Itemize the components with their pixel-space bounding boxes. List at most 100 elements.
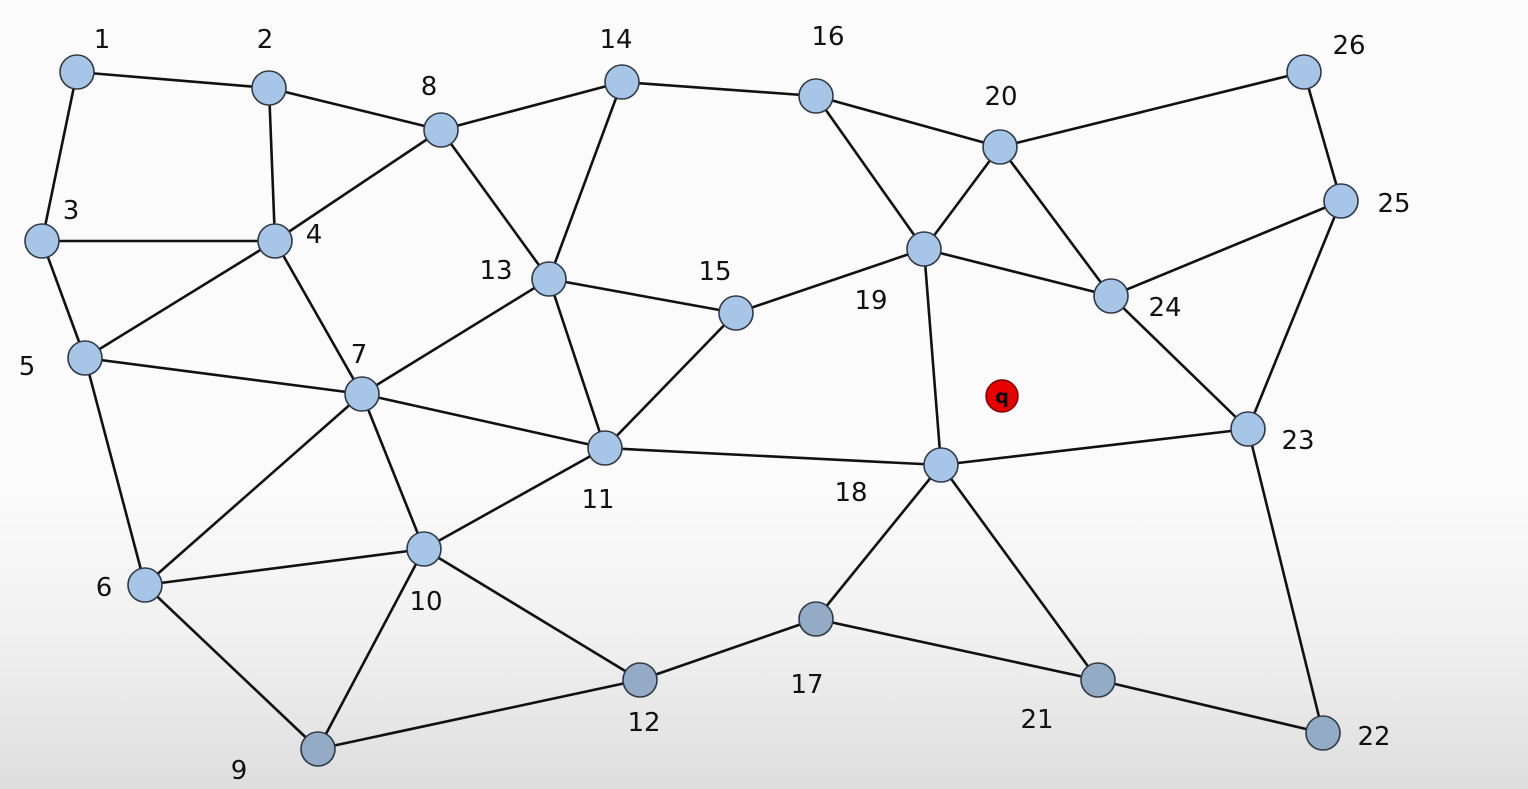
node-label-7: 7	[351, 340, 368, 370]
node-label-23: 23	[1281, 426, 1314, 456]
node-13	[531, 261, 567, 297]
node-3	[24, 223, 60, 259]
node-17	[798, 601, 834, 637]
node-9	[300, 731, 336, 767]
edge-23-25	[1246, 199, 1343, 431]
edge-14-16	[620, 80, 818, 98]
edge-4-8	[273, 128, 443, 243]
edge-10-11	[422, 446, 607, 551]
edge-11-15	[603, 311, 738, 450]
edge-19-24	[922, 247, 1113, 298]
node-label-3: 3	[63, 196, 80, 226]
node-label-14: 14	[599, 25, 632, 55]
node-23	[1230, 411, 1266, 447]
edge-11-18	[603, 446, 943, 467]
node-18	[923, 447, 959, 483]
edge-16-20	[814, 94, 1002, 149]
edge-11-13	[547, 277, 607, 450]
edge-6-10	[143, 547, 426, 587]
node-label-11: 11	[581, 485, 614, 515]
node-label-5: 5	[19, 352, 36, 382]
query-point	[985, 379, 1019, 413]
node-22	[1305, 715, 1341, 751]
edge-20-26	[998, 70, 1306, 149]
node-label-24: 24	[1148, 293, 1181, 323]
edge-5-6	[83, 356, 147, 587]
edge-9-10	[316, 547, 426, 751]
node-5	[67, 340, 103, 376]
node-label-19: 19	[854, 286, 887, 316]
node-label-20: 20	[984, 82, 1017, 112]
edge-7-11	[360, 392, 607, 450]
nodes-layer	[24, 54, 1359, 767]
node-16	[798, 78, 834, 114]
node-19	[906, 231, 942, 267]
edge-21-22	[1096, 678, 1325, 735]
node-12	[622, 662, 658, 698]
edge-7-13	[360, 277, 551, 396]
edge-2-4	[267, 86, 277, 243]
edge-17-18	[814, 463, 943, 621]
node-label-1: 1	[94, 25, 111, 55]
node-label-8: 8	[421, 72, 438, 102]
edge-12-17	[638, 617, 818, 682]
edge-18-21	[939, 463, 1100, 682]
node-label-15: 15	[698, 257, 731, 287]
edge-18-23	[939, 427, 1250, 467]
node-label-21: 21	[1020, 705, 1053, 735]
edge-17-21	[814, 617, 1100, 682]
edge-5-7	[83, 356, 364, 396]
node-7	[344, 376, 380, 412]
node-6	[127, 567, 163, 603]
node-25	[1323, 183, 1359, 219]
node-20	[982, 129, 1018, 165]
node-label-10: 10	[409, 587, 442, 617]
edge-1-2	[75, 70, 271, 90]
edge-2-8	[267, 86, 443, 132]
node-label-2: 2	[257, 25, 274, 55]
edges-layer	[40, 70, 1343, 751]
edge-15-19	[734, 247, 926, 315]
node-15	[718, 295, 754, 331]
edge-20-24	[998, 145, 1113, 298]
edge-16-19	[814, 94, 926, 251]
node-label-17: 17	[790, 670, 823, 700]
edge-1-3	[40, 70, 79, 243]
edge-18-19	[922, 247, 943, 467]
node-24	[1093, 278, 1129, 314]
node-label-16: 16	[811, 22, 844, 52]
edge-13-14	[547, 80, 624, 281]
edge-4-5	[83, 239, 277, 360]
node-2	[251, 70, 287, 106]
edge-9-12	[316, 678, 642, 751]
edge-7-10	[360, 392, 426, 551]
edge-19-20	[922, 145, 1002, 251]
edge-6-9	[143, 583, 320, 751]
node-4	[257, 223, 293, 259]
edge-8-14	[439, 80, 624, 132]
node-label-9: 9	[231, 756, 248, 786]
edge-8-13	[439, 128, 551, 281]
node-label-18: 18	[834, 478, 867, 508]
node-14	[604, 64, 640, 100]
edge-6-7	[143, 392, 364, 587]
node-8	[423, 112, 459, 148]
node-10	[406, 531, 442, 567]
edge-3-5	[40, 239, 87, 360]
node-26	[1286, 54, 1322, 90]
edge-23-24	[1109, 294, 1250, 431]
edge-25-26	[1302, 70, 1343, 203]
node-1	[59, 54, 95, 90]
node-11	[587, 430, 623, 466]
edge-22-23	[1246, 427, 1325, 735]
node-label-22: 22	[1357, 722, 1390, 752]
edge-4-7	[273, 239, 364, 396]
query-point-group: q	[985, 379, 1019, 413]
node-label-25: 25	[1377, 189, 1410, 219]
node-label-6: 6	[96, 573, 113, 603]
edge-24-25	[1109, 199, 1343, 298]
node-label-12: 12	[627, 708, 660, 738]
node-label-4: 4	[306, 220, 323, 250]
